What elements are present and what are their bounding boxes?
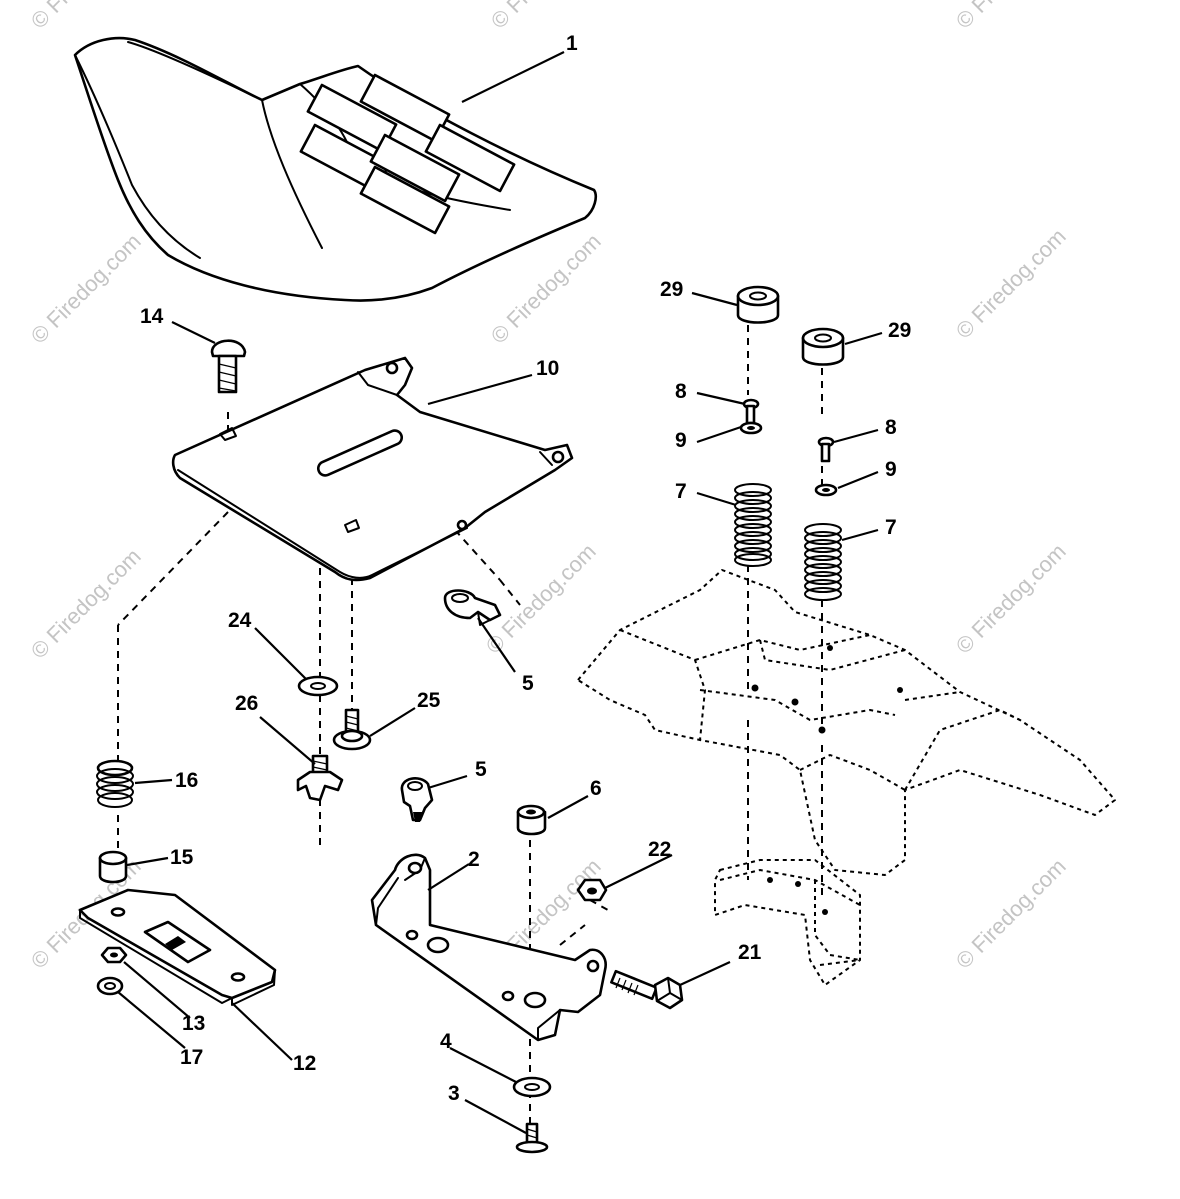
bumper-part-left [736,285,780,324]
shoulder-bolt-part-21 [610,969,684,1010]
callout-labels: 1 10 14 29 29 8 8 9 9 7 7 5 24 25 26 16 … [140,32,911,1105]
callout-7-right: 7 [885,516,897,539]
screw-part-right [817,436,835,463]
callout-9-right: 9 [885,458,897,481]
callout-5-lower: 5 [475,758,487,781]
callout-2: 2 [468,848,480,871]
callout-24: 24 [228,609,252,632]
watermark: © Firedog.com [26,544,146,664]
callout-22: 22 [648,838,671,861]
callout-13: 13 [182,1012,205,1035]
seat-part [73,36,597,302]
callout-21: 21 [738,941,762,964]
carriage-bolt-part [210,339,247,394]
knob-part-26 [296,754,344,802]
watermark: © Firedog.com [26,0,146,34]
washer-part-left [739,421,763,435]
clip-part-upper [443,589,502,626]
callout-7-left: 7 [675,480,687,503]
hinge-bracket-part-2 [370,853,607,1042]
spacer-part-15 [98,850,128,884]
washer-part-24 [297,675,339,697]
callout-1: 1 [566,32,578,55]
spring-part-right [804,523,842,601]
callout-16: 16 [175,769,198,792]
callout-9-left: 9 [675,429,687,452]
tractor-frame-outline [577,569,1116,986]
watermark: © Firedog.com [486,0,606,34]
screw-part-left [742,398,760,425]
washer-part-right [814,483,838,497]
callout-17: 17 [180,1046,203,1069]
leader-lines [117,51,883,1134]
watermark: © Firedog.com [26,229,146,349]
callout-29-left: 29 [660,278,683,301]
callout-10: 10 [536,357,559,380]
callout-26: 26 [235,692,258,715]
watermark: © Firedog.com [481,539,601,659]
washer-part-4 [512,1076,552,1098]
spring-part-16 [96,759,134,808]
nut-part-6 [516,804,547,836]
washer-part-17 [96,976,124,996]
callout-5-upper: 5 [522,672,534,695]
bolt-part-3 [515,1122,549,1154]
bracket-plate-part-12 [78,888,277,1006]
callout-4: 4 [440,1030,452,1053]
callout-15: 15 [170,846,194,869]
callout-8-right: 8 [885,416,897,439]
nut-part-13 [100,946,128,964]
callout-14: 14 [140,305,164,328]
callout-3: 3 [448,1082,460,1105]
callout-29-right: 29 [888,319,911,342]
watermark: © Firedog.com [951,539,1071,659]
bolt-part-25 [332,708,372,751]
callout-8-left: 8 [675,380,687,403]
callout-6: 6 [590,777,602,800]
nut-part-22 [576,878,608,902]
callout-25: 25 [417,689,441,712]
spring-part-left [734,483,772,567]
watermark: © Firedog.com [951,854,1071,974]
bumper-part-right [801,327,845,366]
seat-pan-part [171,356,574,582]
watermark: © Firedog.com [951,0,1071,34]
watermark: © Firedog.com [951,224,1071,344]
clip-part-lower [400,777,434,822]
callout-12: 12 [293,1052,316,1075]
